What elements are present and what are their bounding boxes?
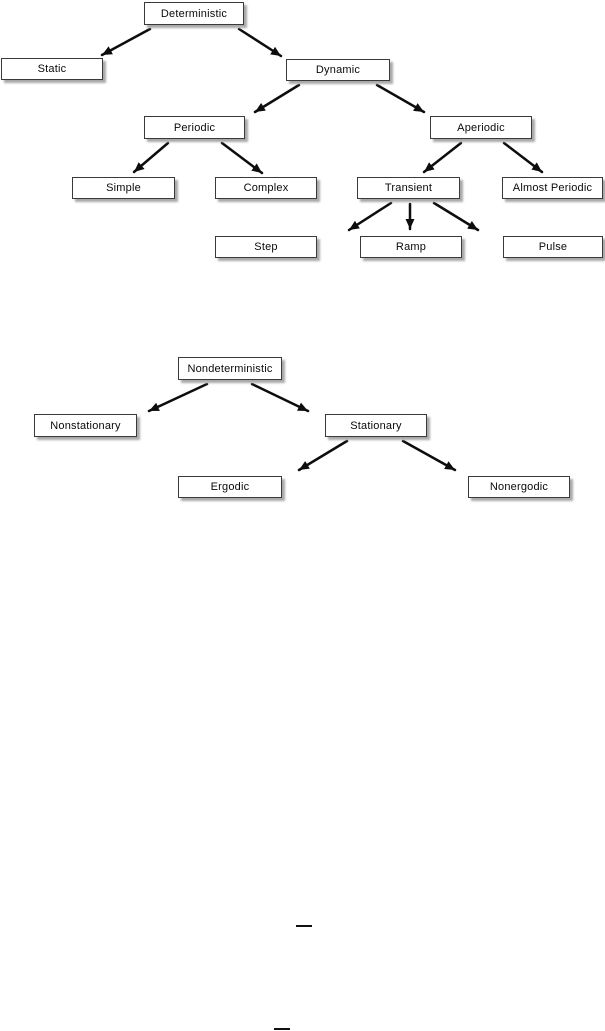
node-periodic: Periodic: [144, 116, 245, 139]
node-nonstationary: Nonstationary: [34, 414, 137, 437]
horizontal-rule-fragment-1: [296, 925, 312, 927]
node-almost-periodic: Almost Periodic: [502, 177, 603, 199]
node-ramp: Ramp: [360, 236, 462, 258]
arrow-deterministic-dynamic: [237, 27, 283, 58]
arrow-nondeterministic-nonstationary: [147, 382, 209, 413]
node-dynamic: Dynamic: [286, 59, 390, 81]
arrow-stationary-nonergodic: [401, 439, 457, 472]
node-ergodic: Ergodic: [178, 476, 282, 498]
arrow-transient-step: [347, 201, 393, 232]
node-complex: Complex: [215, 177, 317, 199]
horizontal-rule-fragment-2: [274, 1028, 290, 1030]
arrow-stationary-ergodic: [297, 439, 349, 472]
arrow-dynamic-aperiodic: [375, 83, 426, 114]
node-aperiodic: Aperiodic: [430, 116, 532, 139]
node-static: Static: [1, 58, 103, 80]
node-transient: Transient: [357, 177, 460, 199]
arrow-aperiodic-almost-periodic: [502, 141, 544, 174]
arrow-deterministic-static: [100, 27, 152, 57]
node-deterministic: Deterministic: [144, 2, 244, 25]
node-simple: Simple: [72, 177, 175, 199]
node-nondeterministic: Nondeterministic: [178, 357, 282, 380]
node-pulse: Pulse: [503, 236, 603, 258]
arrow-dynamic-periodic: [253, 83, 301, 114]
arrow-transient-pulse: [432, 201, 480, 232]
node-step: Step: [215, 236, 317, 258]
arrow-periodic-simple: [132, 141, 170, 174]
node-stationary: Stationary: [325, 414, 427, 437]
node-nonergodic: Nonergodic: [468, 476, 570, 498]
arrow-nondeterministic-stationary: [250, 382, 310, 413]
arrow-periodic-complex: [220, 141, 264, 175]
arrow-aperiodic-transient: [422, 141, 463, 174]
